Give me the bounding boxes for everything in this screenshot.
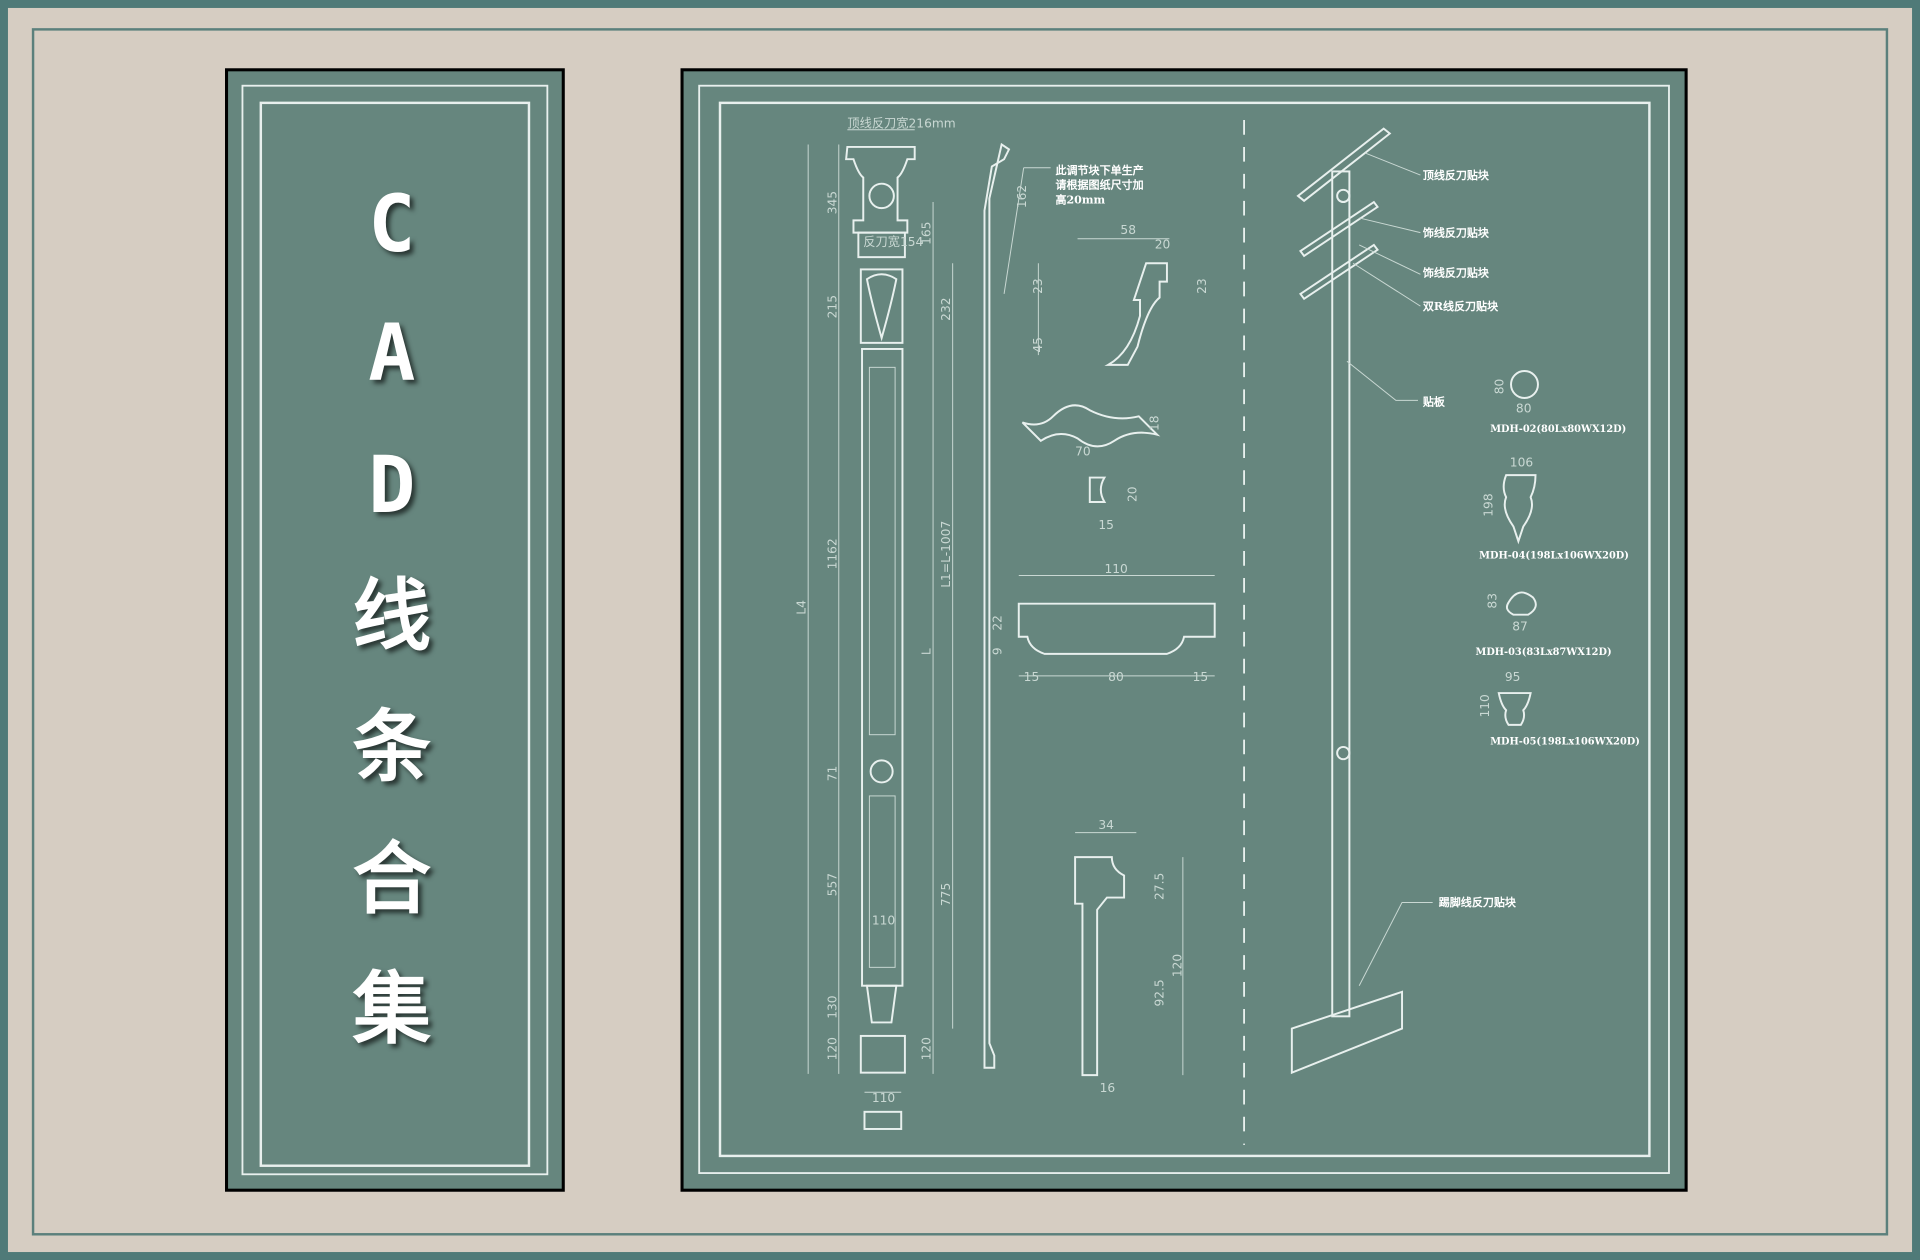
dim: 87 bbox=[1512, 620, 1528, 634]
dim: 215 bbox=[825, 295, 839, 318]
dim: 775 bbox=[939, 883, 953, 906]
dim: 162 bbox=[1015, 185, 1029, 208]
ornament-mdh-04: 106 198 MDH-04(198Lx106WX20D) bbox=[1479, 456, 1629, 562]
title-char: 合 bbox=[353, 834, 432, 925]
dim-base-width: 110 bbox=[872, 1091, 895, 1105]
title-char: 线 bbox=[353, 571, 431, 662]
callout: 贴板 bbox=[1422, 394, 1446, 408]
dim: L1=L-1007 bbox=[939, 521, 953, 588]
dim: 1162 bbox=[825, 538, 839, 569]
callout: 饰线反刀贴块 bbox=[1423, 266, 1490, 280]
dim: 110 bbox=[1478, 694, 1492, 717]
dim: 34 bbox=[1098, 818, 1114, 832]
callout: 踢脚线反刀贴块 bbox=[1439, 895, 1517, 909]
title-char: 集 bbox=[352, 964, 432, 1055]
dim: L4 bbox=[795, 600, 809, 615]
dim: 18 bbox=[1147, 415, 1161, 431]
ornament-label: MDH-05(198Lx106WX20D) bbox=[1490, 736, 1640, 747]
dim: 15 bbox=[1193, 670, 1209, 684]
note-line: 请根据图纸尺寸加 bbox=[1056, 178, 1144, 192]
base-profile: 34 27.5 120 92.5 16 bbox=[1074, 818, 1185, 1095]
dim-inner-width: 110 bbox=[872, 913, 895, 927]
isometric-assembly: 顶线反刀贴块 饰线反刀贴块 饰线反刀贴块 双R线反刀贴块 贴板 踢脚线反刀贴块 bbox=[1290, 127, 1517, 1075]
column-elevation: 顶线反刀宽216mm 反刀宽154 345 215 1162 71 557 13… bbox=[795, 115, 956, 1130]
dim: 198 bbox=[1482, 493, 1496, 516]
dim: 71 bbox=[825, 766, 839, 782]
ornament-label: MDH-04(198Lx106WX20D) bbox=[1479, 550, 1629, 561]
ornament-mdh-02: 80 80 MDH-02(80Lx80WX12D) bbox=[1490, 370, 1626, 435]
callout: 顶线反刀贴块 bbox=[1423, 168, 1490, 182]
drawing-panel bbox=[680, 68, 1688, 1192]
dim: 232 bbox=[939, 297, 953, 320]
plate-profile: 110 22 9 15 80 15 bbox=[991, 562, 1216, 684]
title-char: D bbox=[368, 440, 415, 531]
dim: 92.5 bbox=[1152, 979, 1166, 1006]
inner-frame-line bbox=[31, 28, 1889, 1236]
dim: 27.5 bbox=[1152, 873, 1166, 900]
dim: 83 bbox=[1485, 593, 1499, 609]
ornament-mdh-05: 95 110 MDH-05(198Lx106WX20D) bbox=[1478, 670, 1640, 748]
dim-neck-width: 反刀宽154 bbox=[863, 234, 923, 249]
dim-top-width: 顶线反刀宽216mm bbox=[847, 115, 955, 130]
dim: 80 bbox=[1516, 402, 1532, 416]
dim: 165 bbox=[920, 222, 934, 245]
dim: 106 bbox=[1510, 456, 1534, 470]
dim: 557 bbox=[825, 873, 839, 896]
dim: 20 bbox=[1155, 238, 1171, 252]
ornament-mdh-03: 83 87 MDH-03(83Lx87WX12D) bbox=[1476, 591, 1612, 658]
dim: 80 bbox=[1493, 379, 1507, 395]
dim: 110 bbox=[1104, 562, 1127, 576]
dim: 20 bbox=[1125, 486, 1139, 502]
dim: 45 bbox=[1031, 337, 1045, 353]
crown-profile: 58 20 23 23 45 bbox=[1031, 223, 1209, 366]
small-profile: 20 15 bbox=[1088, 476, 1139, 532]
note-line: 高20mm bbox=[1056, 192, 1106, 206]
dim: 58 bbox=[1120, 223, 1136, 237]
dim: 15 bbox=[1024, 670, 1040, 684]
dim: 130 bbox=[825, 995, 839, 1018]
dim: 15 bbox=[1098, 518, 1114, 532]
dim: 16 bbox=[1100, 1081, 1116, 1095]
title-char: 条 bbox=[353, 702, 432, 793]
wave-profile: 18 70 bbox=[1021, 404, 1161, 459]
dim: 345 bbox=[825, 191, 839, 214]
callout: 双R线反刀贴块 bbox=[1423, 299, 1499, 313]
dim: 9 bbox=[991, 647, 1005, 655]
dim: 23 bbox=[1195, 278, 1209, 294]
title-char: A bbox=[368, 308, 415, 399]
ornament-label: MDH-02(80Lx80WX12D) bbox=[1490, 424, 1626, 435]
title-char: C bbox=[368, 179, 415, 270]
dim: 23 bbox=[1031, 278, 1045, 294]
column-side-profile: 162 此调节块下单生产 请根据图纸尺寸加 高20mm bbox=[983, 142, 1144, 1069]
note-line: 此调节块下单生产 bbox=[1056, 163, 1144, 177]
dim: 22 bbox=[991, 615, 1005, 631]
dim: 120 bbox=[825, 1037, 839, 1060]
dim: 120 bbox=[1171, 954, 1185, 977]
dim: 95 bbox=[1505, 670, 1521, 684]
dim: 80 bbox=[1108, 670, 1124, 684]
callout: 饰线反刀贴块 bbox=[1423, 225, 1490, 239]
dim: 120 bbox=[920, 1037, 934, 1060]
ornament-label: MDH-03(83Lx87WX12D) bbox=[1476, 647, 1612, 658]
dim: L bbox=[920, 648, 934, 655]
dim: 70 bbox=[1075, 445, 1091, 459]
title-panel: C A D 线 条 合 集 bbox=[225, 68, 565, 1192]
